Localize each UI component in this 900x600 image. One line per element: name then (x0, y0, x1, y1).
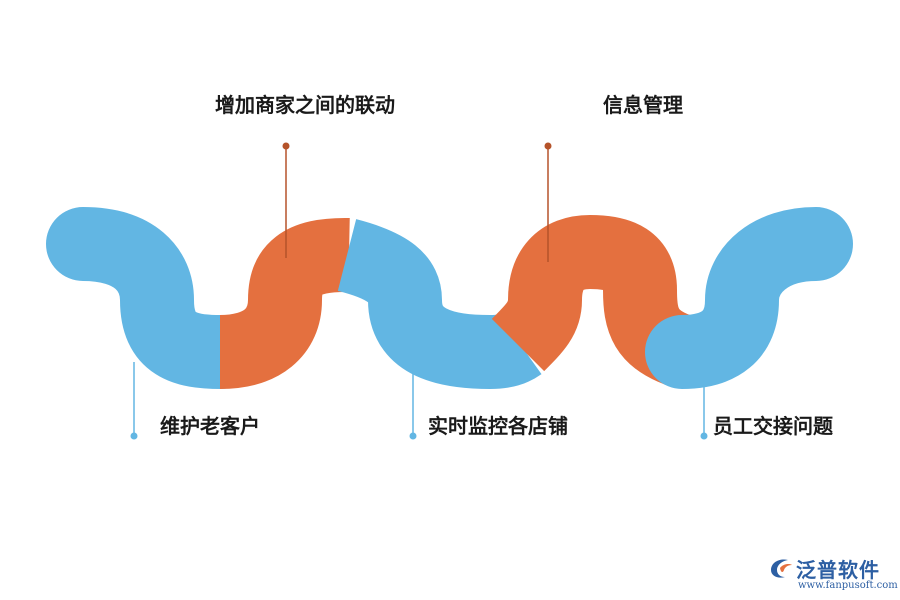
logo-url: www.fanpusoft.com (798, 580, 898, 591)
wave-segment-5 (645, 207, 853, 389)
logo-name: 泛普软件 (796, 558, 880, 582)
wave-segment-1 (46, 207, 258, 389)
label-staff-handover: 员工交接问题 (713, 414, 833, 438)
label-maintain-old-customers: 维护老客户 (160, 414, 260, 438)
wave-segment-2 (218, 217, 350, 389)
wave-band (46, 207, 853, 390)
label-merchant-linkage: 增加商家之间的联动 (215, 93, 395, 117)
connectors (130, 142, 708, 440)
logo-mark-icon (771, 559, 792, 578)
connector-dot-bottom-3 (700, 432, 708, 440)
connector-dot-bottom-2 (409, 432, 417, 440)
label-info-management: 信息管理 (603, 93, 683, 117)
brand-logo: 泛普软件 www.fanpusoft.com (768, 552, 898, 598)
wave-segment-4 (491, 214, 697, 388)
wave-segment-3 (337, 219, 542, 390)
label-monitor-stores: 实时监控各店铺 (428, 414, 568, 438)
connector-dot-bottom-1 (130, 432, 138, 440)
connector-dot-top-1 (282, 142, 290, 150)
connector-dot-top-2 (544, 142, 552, 150)
